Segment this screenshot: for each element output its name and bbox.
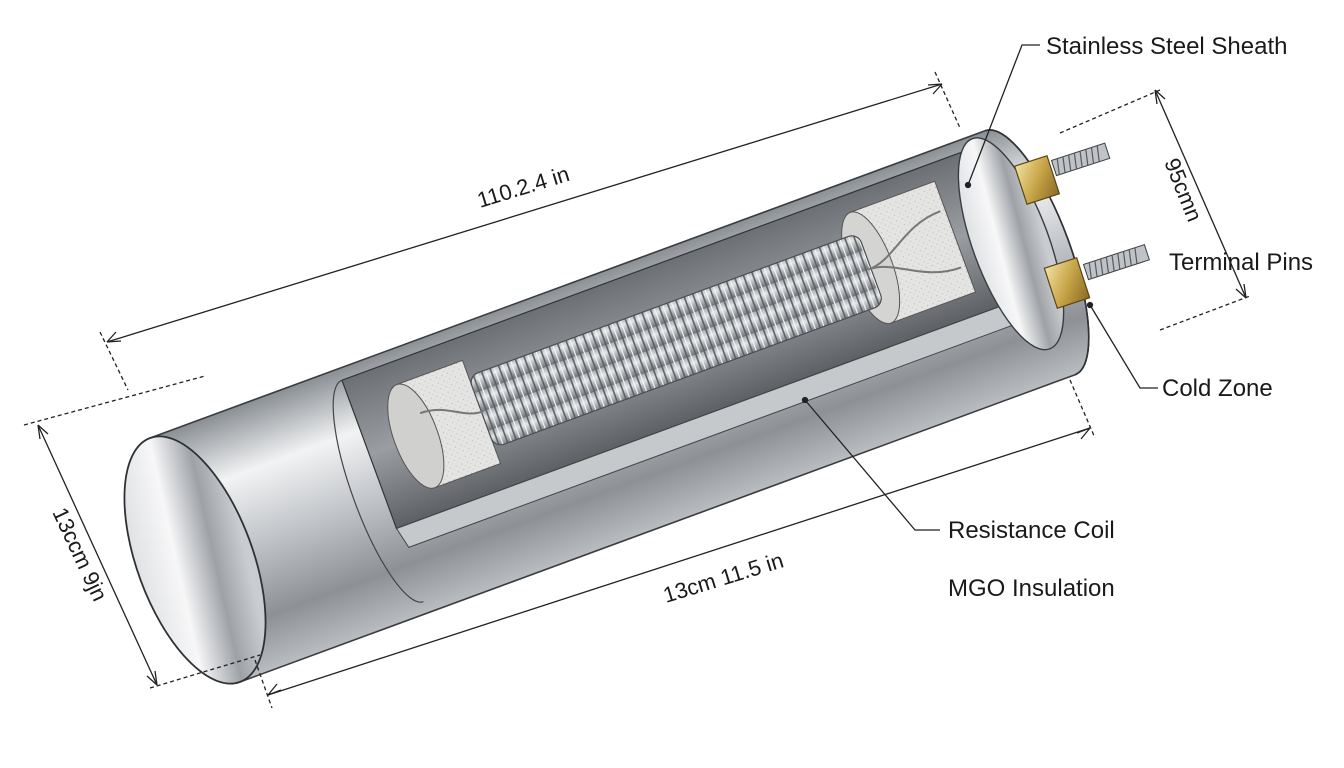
terminal-pin-upper: [1013, 142, 1111, 206]
leader-lines: [801, 44, 1158, 531]
label-mgo-insulation: MGO Insulation: [948, 575, 1115, 602]
dim-terminal-span: 95cmn: [1159, 155, 1207, 226]
label-resistance-coil: Resistance Coil: [948, 517, 1115, 544]
dimension-lines: [23, 71, 1251, 709]
dim-overall-length: 110.2.4 in: [474, 161, 572, 213]
label-terminal-pins: Terminal Pins: [1169, 249, 1313, 276]
dim-bottom-length: 13cm 11.5 in: [660, 548, 786, 608]
label-stainless-steel-sheath: Stainless Steel Sheath: [1046, 33, 1288, 60]
label-cold-zone: Cold Zone: [1162, 375, 1273, 402]
terminal-pin-lower: [1043, 243, 1150, 309]
dim-diameter: 13ccm 9jn: [47, 504, 112, 605]
